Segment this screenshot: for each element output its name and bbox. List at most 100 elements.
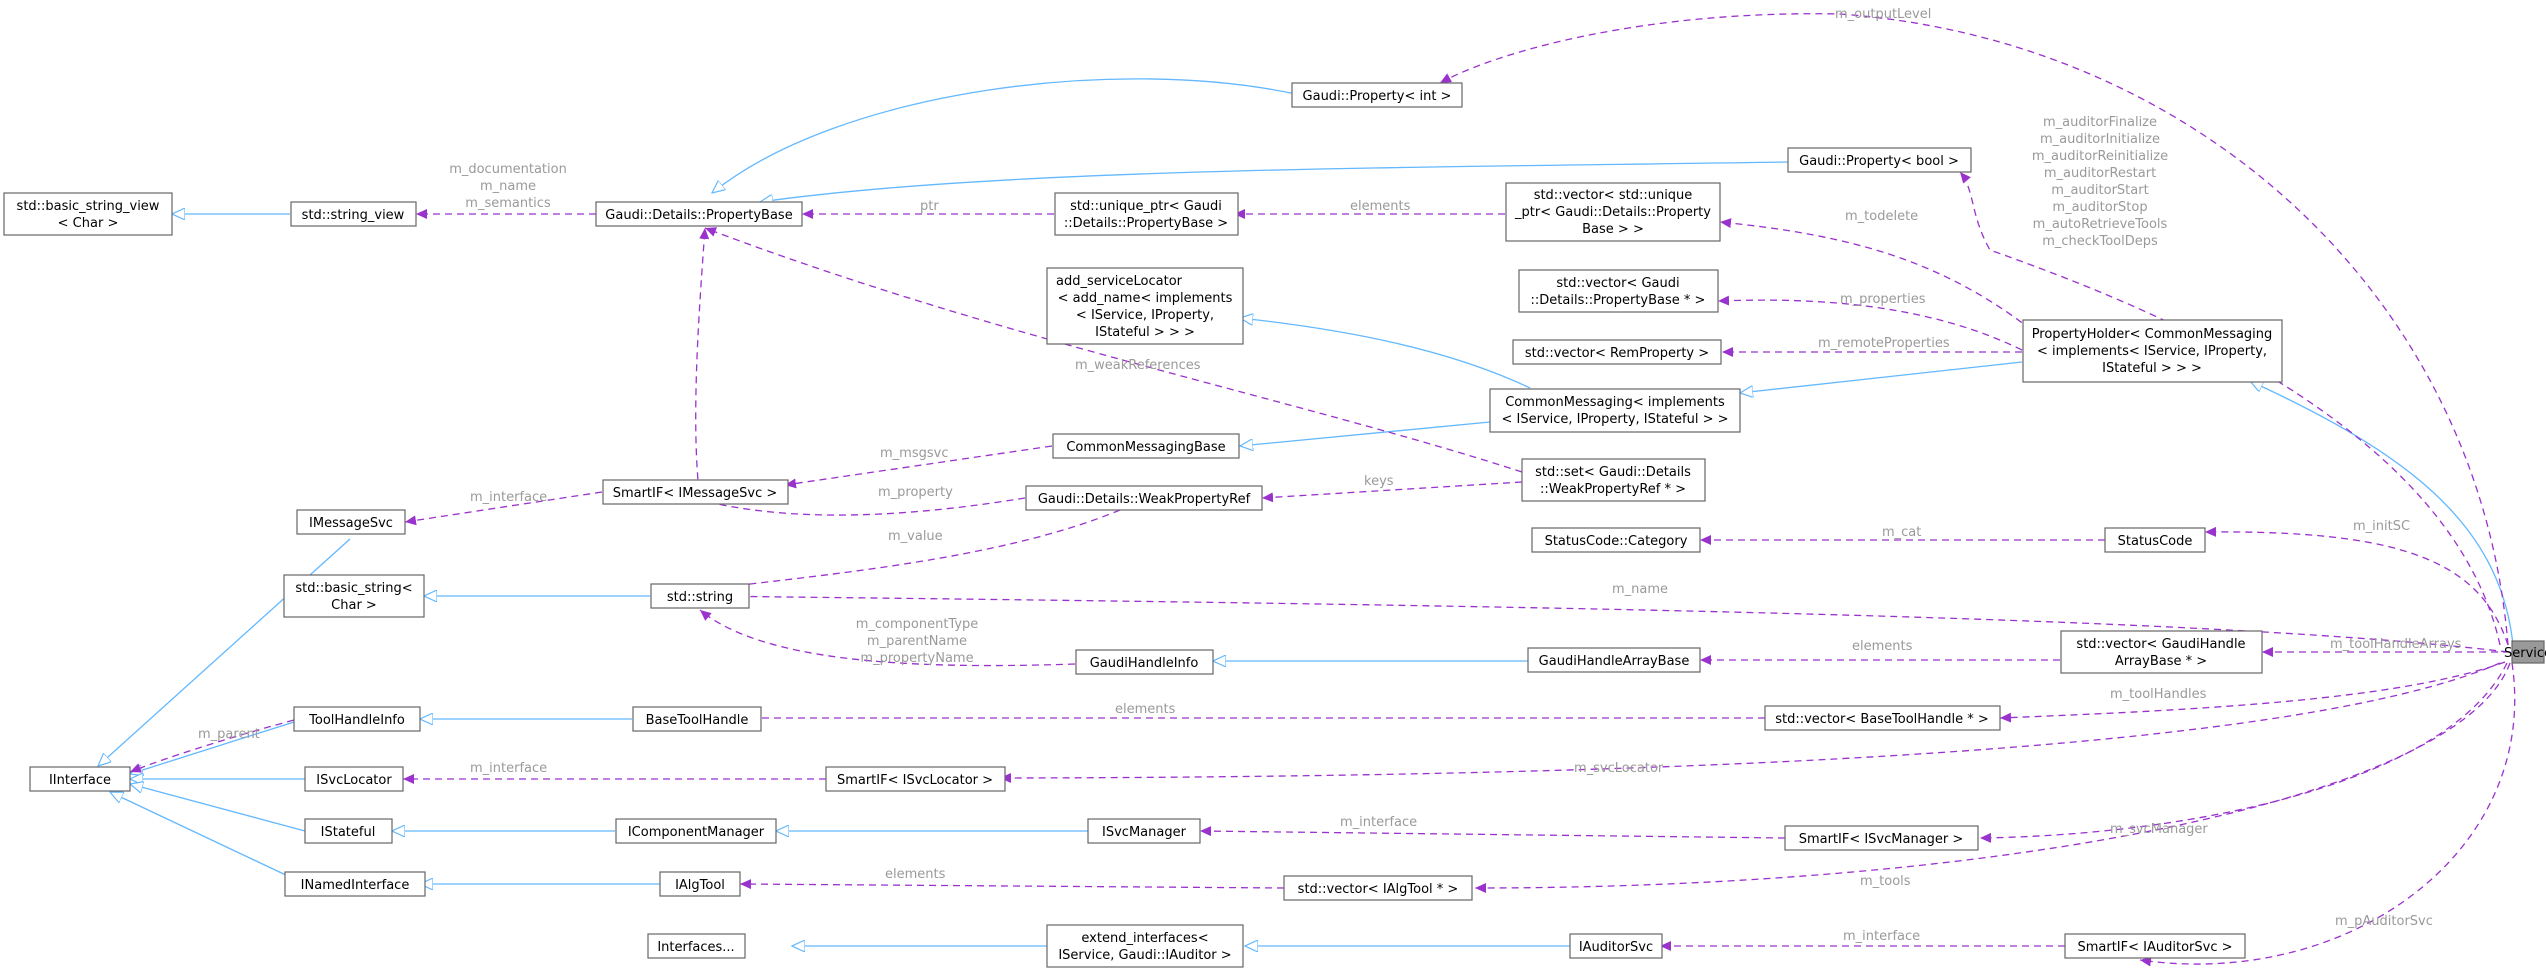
- svg-text:std::string_view: std::string_view: [302, 208, 405, 223]
- node-set-weakpropertyref[interactable]: std::set< Gaudi::Details ::WeakPropertyR…: [1521, 458, 1706, 502]
- node-basic-string-view[interactable]: std::basic_string_view < Char >: [3, 192, 173, 236]
- edge-m-properties: [1717, 295, 2023, 351]
- label-m-msgsvc: m_msgsvc: [880, 446, 948, 461]
- edge-m-property: [695, 227, 1026, 516]
- svg-text:ISvcLocator: ISvcLocator: [316, 773, 392, 788]
- svg-text:std::basic_string_view: std::basic_string_view: [17, 199, 160, 214]
- label-m-cat: m_cat: [1882, 525, 1921, 540]
- node-vector-ialgtool[interactable]: std::vector< IAlgTool * >: [1283, 875, 1473, 901]
- svg-text:std::unique_ptr< Gaudi: std::unique_ptr< Gaudi: [1070, 199, 1222, 214]
- svg-text:IComponentManager: IComponentManager: [628, 825, 765, 840]
- edge-elements-ialgtool: [739, 879, 1285, 890]
- svg-text:std::vector< BaseToolHandle *: std::vector< BaseToolHandle * >: [1775, 712, 1989, 727]
- label-auditor-flags-7: m_checkToolDeps: [2042, 234, 2158, 249]
- node-gaudi-property-bool[interactable]: Gaudi::Property< bool >: [1787, 147, 1972, 173]
- node-gaudi-handle-info[interactable]: GaudiHandleInfo: [1075, 649, 1214, 675]
- node-isvcmanager[interactable]: ISvcManager: [1087, 818, 1201, 844]
- svg-text:Gaudi::Details::PropertyBase: Gaudi::Details::PropertyBase: [605, 208, 792, 223]
- label-elements-gaudi-handle-array: elements: [1852, 639, 1913, 654]
- node-vector-gaudi-handle-array-base[interactable]: std::vector< GaudiHandle ArrayBase * >: [2060, 630, 2263, 674]
- svg-text:Gaudi::Details::WeakPropertyRe: Gaudi::Details::WeakPropertyRef: [1038, 492, 1251, 507]
- node-vector-base-tool-handle[interactable]: std::vector< BaseToolHandle * >: [1764, 705, 2001, 731]
- label-m-tools: m_tools: [1860, 874, 1911, 889]
- svg-text:ToolHandleInfo: ToolHandleInfo: [308, 713, 405, 728]
- edge-m-tools: [1474, 662, 2511, 893]
- svg-text:Gaudi::Property< bool >: Gaudi::Property< bool >: [1799, 154, 1959, 169]
- label-auditor-flags-6: m_autoRetrieveTools: [2033, 217, 2168, 232]
- svg-text:SmartIF< IAuditorSvc >: SmartIF< IAuditorSvc >: [2077, 940, 2232, 955]
- svg-text:GaudiHandleInfo: GaudiHandleInfo: [1090, 656, 1199, 671]
- node-tool-handle-info[interactable]: ToolHandleInfo: [293, 706, 421, 732]
- label-m-property: m_property: [878, 485, 953, 500]
- svg-text:std::vector< Gaudi: std::vector< Gaudi: [1556, 276, 1679, 291]
- label-elements-ialgtool: elements: [885, 867, 946, 882]
- node-base-tool-handle[interactable]: BaseToolHandle: [632, 706, 762, 732]
- label-handle-info-members-1: m_parentName: [867, 634, 967, 649]
- node-statuscode-category[interactable]: StatusCode::Category: [1531, 527, 1701, 553]
- edge-m-initsc: [2204, 526, 2509, 646]
- node-inamedinterface[interactable]: INamedInterface: [284, 871, 426, 897]
- node-unique-ptr[interactable]: std::unique_ptr< Gaudi ::Details::Proper…: [1054, 192, 1239, 236]
- node-add-service-locator[interactable]: add_serviceLocator < add_name< implement…: [1046, 267, 1244, 345]
- node-gaudi-property-int[interactable]: Gaudi::Property< int >: [1291, 82, 1463, 108]
- node-icomponentmanager[interactable]: IComponentManager: [615, 818, 777, 844]
- node-property-base[interactable]: Gaudi::Details::PropertyBase: [595, 201, 803, 227]
- node-basic-string[interactable]: std::basic_string< Char >: [283, 574, 425, 618]
- node-extend-interfaces[interactable]: extend_interfaces< IService, Gaudi::IAud…: [1046, 924, 1244, 968]
- node-ialgtool[interactable]: IAlgTool: [659, 871, 741, 897]
- node-vector-remproperty[interactable]: std::vector< RemProperty >: [1512, 339, 1722, 365]
- svg-text:IAlgTool: IAlgTool: [675, 878, 725, 893]
- svg-text:SmartIF< ISvcManager >: SmartIF< ISvcManager >: [1799, 832, 1964, 847]
- label-m-interface-isvclocator: m_interface: [470, 761, 547, 776]
- edge-inherit-gaudi-property-int: [712, 78, 1301, 193]
- svg-text:Interfaces...: Interfaces...: [657, 940, 734, 955]
- node-istateful[interactable]: IStateful: [304, 818, 393, 844]
- node-statuscode[interactable]: StatusCode: [2104, 527, 2206, 553]
- edge-m-paudiorsvc: [2139, 662, 2516, 967]
- edge-m-msgsvc: [784, 445, 1053, 489]
- edge-m-todelete: [1719, 218, 2051, 346]
- svg-text:BaseToolHandle: BaseToolHandle: [646, 713, 749, 728]
- svg-text:IStateful > > >: IStateful > > >: [1095, 325, 1195, 340]
- node-vector-property-base-ptr[interactable]: std::vector< Gaudi ::Details::PropertyBa…: [1518, 269, 1719, 313]
- node-imessagesvc[interactable]: IMessageSvc: [296, 509, 406, 535]
- node-isvclocator[interactable]: ISvcLocator: [304, 766, 404, 792]
- node-weak-property-ref[interactable]: Gaudi::Details::WeakPropertyRef: [1025, 485, 1263, 511]
- node-common-messaging-base[interactable]: CommonMessagingBase: [1052, 433, 1240, 459]
- node-smartif-isvcmanager[interactable]: SmartIF< ISvcManager >: [1784, 825, 1979, 851]
- label-m-toolhandles: m_toolHandles: [2110, 687, 2207, 702]
- node-property-holder[interactable]: PropertyHolder< CommonMessaging < implem…: [2022, 319, 2283, 383]
- node-smartif-isvclocator[interactable]: SmartIF< ISvcLocator >: [825, 766, 1006, 792]
- label-m-properties: m_properties: [1840, 292, 1926, 307]
- node-service[interactable]: Service: [2504, 640, 2546, 664]
- node-common-messaging[interactable]: CommonMessaging< implements < IService, …: [1489, 388, 1741, 433]
- node-gaudi-handle-array-base[interactable]: GaudiHandleArrayBase: [1527, 647, 1701, 673]
- node-iinterface[interactable]: IInterface: [29, 766, 131, 792]
- edge-handle-info-members: [699, 609, 1076, 667]
- node-std-string[interactable]: std::string: [650, 583, 750, 609]
- edge-m-outputlevel: [1439, 13, 2509, 646]
- node-vector-unique-ptr[interactable]: std::vector< std::unique _ptr< Gaudi::De…: [1505, 182, 1721, 242]
- label-auditor-flags-3: m_auditorRestart: [2044, 166, 2156, 181]
- svg-text:ISvcManager: ISvcManager: [1102, 825, 1187, 840]
- label-elements-base-tool-handle: elements: [1115, 702, 1176, 717]
- svg-text:std::string: std::string: [667, 590, 733, 605]
- node-smartif-iauditorsvc[interactable]: SmartIF< IAuditorSvc >: [2064, 933, 2246, 959]
- svg-text:IAuditorSvc: IAuditorSvc: [1579, 940, 1653, 955]
- edge-inherit-common-messaging-1: [1240, 318, 1531, 389]
- edge-inherit-common-messaging-2: [1240, 421, 1491, 446]
- node-iauditorsvc[interactable]: IAuditorSvc: [1569, 933, 1663, 959]
- edge-auditor-flags: [1959, 171, 2501, 646]
- label-m-initsc: m_initSC: [2353, 519, 2410, 534]
- svg-text:CommonMessaging< implements: CommonMessaging< implements: [1505, 395, 1725, 410]
- label-m-interface-imessagesvc: m_interface: [470, 490, 547, 505]
- node-smartif-imessagesvc[interactable]: SmartIF< IMessageSvc >: [602, 479, 789, 505]
- svg-text:::WeakPropertyRef * >: ::WeakPropertyRef * >: [1540, 482, 1686, 497]
- svg-text:< add_name< implements: < add_name< implements: [1058, 291, 1233, 306]
- edge-m-toolhandles: [1999, 661, 2506, 723]
- svg-text:std::basic_string<: std::basic_string<: [295, 581, 412, 596]
- node-string-view[interactable]: std::string_view: [290, 201, 417, 227]
- svg-text:StatusCode: StatusCode: [2118, 534, 2193, 549]
- node-interfaces[interactable]: Interfaces...: [647, 933, 746, 959]
- svg-text:< Char >: < Char >: [58, 216, 119, 231]
